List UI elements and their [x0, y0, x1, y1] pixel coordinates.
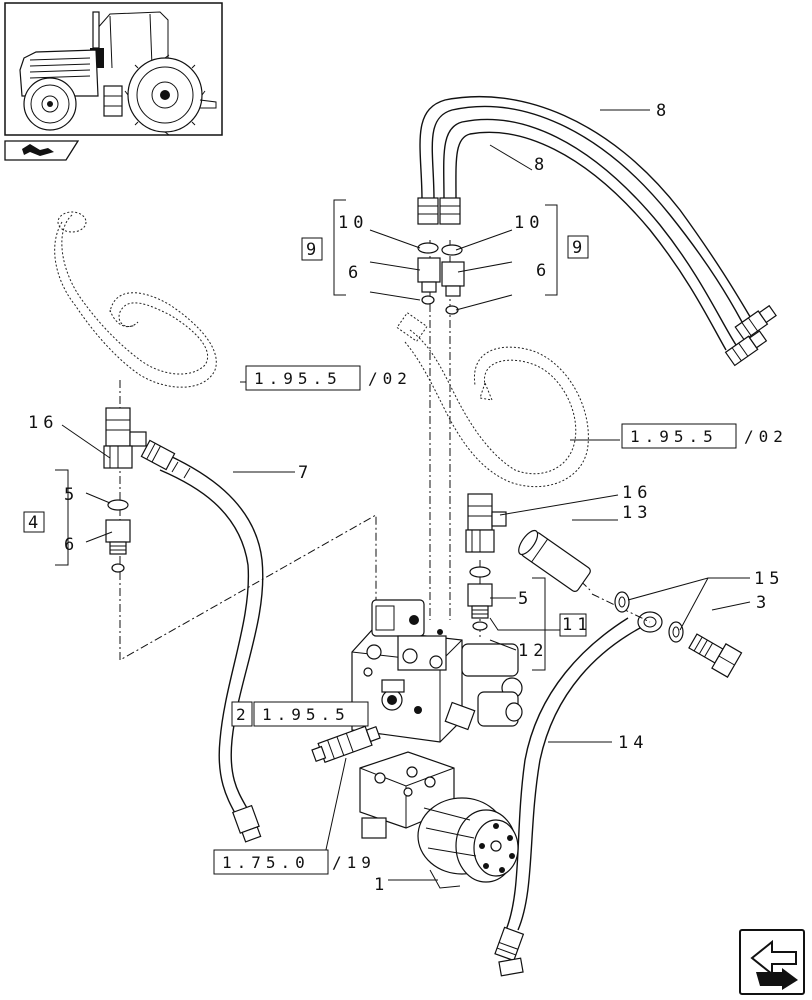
svg-text:/19: /19 — [332, 853, 376, 872]
label-4: 4 — [28, 513, 43, 533]
label-9-left: 9 — [306, 240, 321, 260]
page-arrow-icon[interactable] — [739, 929, 805, 995]
steering-unit-1[interactable] — [359, 751, 519, 889]
label-8-mid: 8 — [534, 155, 549, 175]
ring-12[interactable] — [472, 621, 488, 631]
phantom-hose-right — [396, 312, 589, 488]
box-4 — [23, 511, 45, 533]
pressure-sensor[interactable] — [311, 723, 382, 765]
label-10-left: 10 — [338, 213, 368, 233]
bracket-9-left — [333, 199, 346, 296]
label-6-left: 6 — [64, 535, 79, 555]
svg-text:1.95.5: 1.95.5 — [262, 705, 350, 724]
bracket-4 — [55, 469, 69, 566]
phantom-hose-left — [54, 211, 217, 388]
adapter-11[interactable] — [467, 583, 493, 619]
label-3: 3 — [756, 593, 771, 613]
label-6-top-right: 6 — [536, 261, 551, 281]
top-fittings[interactable] — [417, 242, 465, 315]
label-10-right: 10 — [514, 213, 544, 233]
svg-text:2: 2 — [236, 705, 251, 724]
svg-text:1.75.0: 1.75.0 — [222, 853, 310, 872]
book-arrow-icon[interactable] — [4, 140, 80, 161]
svg-text:/02: /02 — [368, 369, 412, 388]
box-9-left — [301, 237, 323, 261]
ring-6-left[interactable] — [111, 563, 125, 573]
label-12: 12 — [518, 641, 548, 661]
box-9-right — [567, 235, 589, 259]
hose-14 — [494, 611, 663, 977]
part-labels: 16 5 4 6 7 8 8 10 9 6 10 9 6 16 13 5 11 … — [23, 101, 784, 895]
label-5-left: 5 — [64, 485, 79, 505]
bracket-11 — [532, 577, 546, 671]
tee-fitting-16-center[interactable] — [465, 493, 507, 553]
hose-8 — [417, 96, 777, 367]
label-6-top-left: 6 — [348, 263, 363, 283]
label-16-center: 16 — [622, 483, 652, 503]
svg-text:/02: /02 — [744, 427, 788, 446]
label-13: 13 — [622, 503, 652, 523]
ring-5-left[interactable] — [107, 499, 129, 511]
bracket-9-right — [545, 204, 558, 296]
reference-right[interactable]: 1.95.5 /02 — [621, 423, 788, 449]
banjo-bolt-3[interactable] — [686, 629, 743, 678]
label-15: 15 — [754, 569, 784, 589]
box-11 — [559, 613, 587, 637]
reference-motor[interactable]: 1.75.0 /19 — [213, 849, 376, 875]
tractor-thumbnail-icon[interactable] — [4, 2, 223, 136]
label-9-right: 9 — [572, 238, 587, 258]
label-1: 1 — [374, 875, 389, 895]
label-14: 14 — [618, 733, 648, 753]
label-11: 11 — [562, 615, 592, 635]
svg-text:1.95.5: 1.95.5 — [254, 369, 342, 388]
hose-7 — [140, 439, 264, 843]
label-16-left: 16 — [28, 413, 58, 433]
tee-fitting-16-left[interactable] — [103, 407, 147, 469]
adapter-4[interactable] — [105, 519, 131, 555]
label-8-top: 8 — [656, 101, 671, 121]
reference-valve[interactable]: 2 1.95.5 — [231, 701, 369, 727]
reference-top[interactable]: 1.95.5 /02 — [245, 365, 412, 391]
filter-13[interactable] — [515, 528, 592, 593]
ring-5-center[interactable] — [469, 566, 491, 578]
svg-text:1.95.5: 1.95.5 — [630, 427, 718, 446]
label-5-center: 5 — [518, 589, 533, 609]
washers-15[interactable] — [614, 591, 684, 643]
label-7: 7 — [298, 463, 313, 483]
valve-block[interactable] — [351, 599, 523, 743]
